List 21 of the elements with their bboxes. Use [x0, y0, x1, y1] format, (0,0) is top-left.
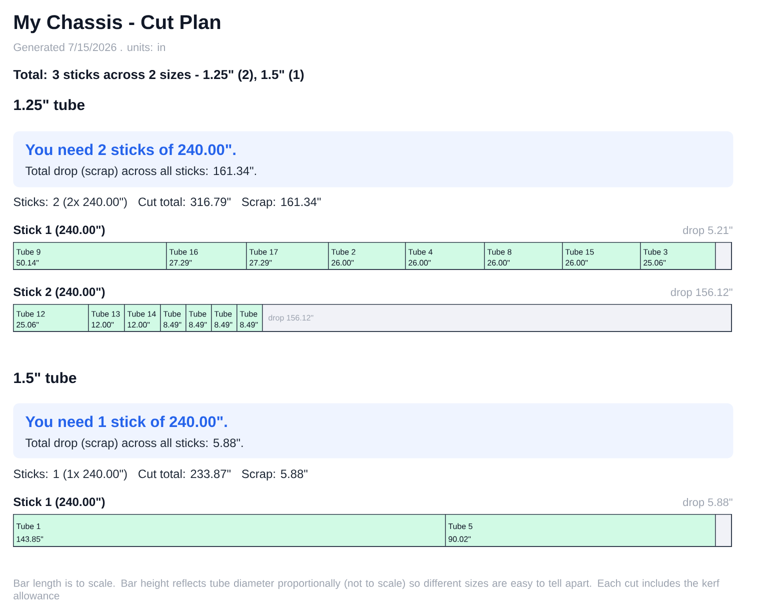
section-heading: 1.25" tube: [14, 99, 85, 110]
info-panel: You need 1 stick of 240.00". Total drop (scrap) across all sticks: 5.88".: [13, 403, 734, 458]
subtitle: Generated 7/15/2026 . units: in: [14, 43, 165, 52]
stat-text: Cut total: 233.87": [138, 469, 230, 478]
stick-heading: Stick 1 (240.00"): [14, 225, 105, 236]
footnote: Bar length is to scale. Bar height reflects tube diameter proportionally (not to scale) so different sizes are easy to tell apart. Each cut includes the kerf allowance: [14, 579, 720, 600]
stick-heading: Stick 1 (240.00"): [14, 497, 105, 508]
stat-text: Sticks: 1 (1x 240.00"): [14, 469, 127, 480]
page-title: My Chassis - Cut Plan: [14, 14, 220, 34]
drop-label: drop 5.21": [683, 226, 732, 236]
drop-label: drop 156.12": [670, 288, 732, 298]
stat-text: Sticks: 2 (2x 240.00"): [14, 197, 127, 208]
stat-text: Scrap: 161.34": [242, 198, 321, 208]
drop-segment: [715, 242, 732, 270]
stat-text: Scrap: 5.88": [242, 470, 308, 480]
summary-line: Total: 3 sticks across 2 sizes - 1.25" (2), 1.5" (1): [13, 70, 304, 82]
drop-label: drop 5.88": [683, 498, 732, 508]
section-heading: 1.5" tube: [14, 372, 76, 384]
stick-heading: Stick 2 (240.00"): [14, 287, 105, 298]
info-panel: You need 2 sticks of 240.00". Total drop (scrap) across all sticks: 161.34".: [13, 131, 734, 188]
drop-segment: [715, 514, 732, 547]
